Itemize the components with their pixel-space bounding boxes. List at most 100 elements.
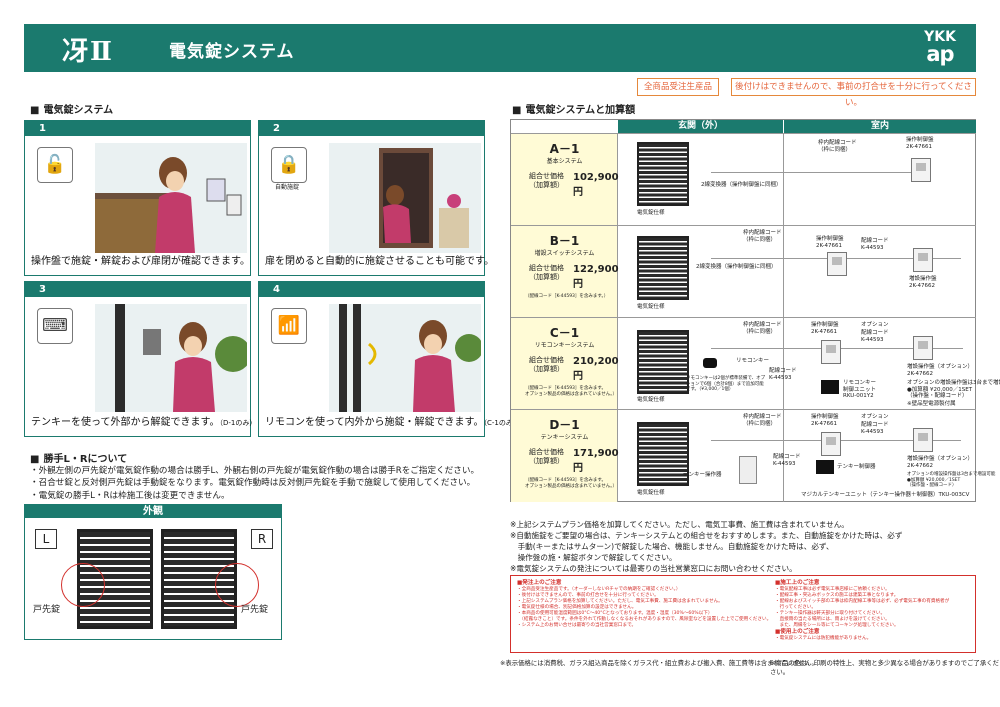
remote-scene — [339, 304, 483, 412]
caution-line: ・本商品の使用可能温度範囲は0°C～40°Cとなっております。温度・湿度（30%… — [517, 611, 713, 616]
controller-device — [821, 432, 841, 456]
wire — [711, 172, 916, 173]
hand-note: ・召合せ錠と反対側戸先錠は手動錠をなります。電気錠作動時は反対側戸先錠を手動で施… — [30, 478, 476, 489]
unlock-icon: 🔓 — [37, 147, 73, 183]
tenkey-ctrl-label: テンキー制御器 — [837, 464, 876, 470]
system-code: D－1 — [549, 418, 580, 432]
extra-panel-device — [913, 336, 933, 360]
panel-caption: 操作盤で施錠・解錠および扉閉が確認できます。 — [31, 256, 250, 267]
caution-line: 直接雨の当たる場所には、雨よけを設けてください。 — [775, 617, 890, 622]
price-label: 組合せ価格 （加算額） — [529, 264, 564, 281]
caution-line: 行ってください。 — [775, 605, 816, 610]
caution-line: ・テンキー操作器は軒天部分に取り付けてください。 — [775, 611, 886, 616]
door-label: 電気錠仕様 — [637, 397, 665, 403]
controller-device — [911, 158, 931, 182]
price-label: 組合せ価格 （加算額） — [529, 356, 564, 373]
frame-cord-label: 枠内配線コード （枠に同梱） — [818, 140, 857, 153]
plan-note: ※上記システムプラン価格を加算してください。ただし、電気工事費、施工費は含まれて… — [510, 520, 849, 529]
caution-line: ・電気配線工事は必ず電気工事店様にご依頼ください。 — [775, 587, 890, 592]
system-code: C－1 — [549, 326, 580, 340]
remote-unit-label: リモコンキー 制御ユニット RKU-001Y2 — [843, 380, 877, 399]
col-outside: 玄関（外） — [618, 120, 783, 133]
caution-line: ・全商品受注生産品です。（オーダーしないRチャでの納期をご確認ください。） — [517, 587, 681, 592]
series-name: 冴Ⅱ — [62, 37, 114, 67]
remote-icon: 📶 — [271, 308, 307, 344]
tenkey-unit-label: マジカルテンキーユニット（テンキー操作器＋制御器）TKU-003CV — [801, 492, 970, 498]
hand-right-label: R — [251, 529, 273, 549]
price-label: 組合せ価格 （加算額） — [529, 172, 564, 189]
plan-notes: ※上記システムプラン価格を加算してください。ただし、電気工事費、施工費は含まれて… — [510, 519, 902, 574]
option-note: オプションの増設操作盤は3台まで増設可能 ●加算額 ¥20,000／1SET （… — [907, 380, 1000, 399]
system-name: 増設スイッチシステム — [534, 250, 595, 257]
system-price: 102,900円 — [573, 172, 619, 198]
use-caution-title: ■使用上のご注意 — [775, 629, 820, 635]
illustration-woman-control-panel — [95, 143, 247, 253]
lock-label-right: 戸先錠 — [241, 605, 269, 615]
extra-panel-device — [913, 428, 933, 452]
frame-cord-label: 枠内配線コード （枠に同梱） — [743, 414, 782, 427]
price-label: 組合せ価格 （加算額） — [529, 448, 564, 465]
panel-2: 2 🔒 自動施錠 扉を閉めると自動的に施錠させることも可能です。 — [258, 120, 494, 276]
extra-panel-device — [913, 248, 933, 272]
extra-panel-label: 増設操作盤 2K-47662 — [909, 276, 937, 289]
system-row-d: D－1 テンキーシステム 組合せ価格 （加算額） 171,900円 （配線コード… — [511, 409, 995, 502]
section-title-hand: 勝手L・Rについて — [30, 450, 127, 465]
cord-label: 配線コード K-44593 — [861, 330, 889, 343]
controller-label: 操作制御盤 2K-47661 — [816, 236, 844, 249]
caution-line: ・システム上のお問い合せは最寄りの当社営業窓口まで。 — [517, 623, 637, 628]
cord-label-2: 配線コード K-44593 — [769, 368, 797, 381]
panel-4: 4 📶 リモコンを使って内外から施錠・解錠できます。（C-1のみ） — [258, 281, 520, 437]
frame-cord-label: 枠内配線コード （枠に同梱） — [743, 322, 782, 335]
system-note: （配線コード［K-44593］を含みます。 オプション製品の価格は含まれていませ… — [525, 478, 617, 489]
extra-panel-option-label: 増設操作盤（オプション） 2K-47662 — [907, 364, 974, 377]
cord-label: 配線コード K-44593 — [861, 422, 889, 435]
converter-label: 2線変換器（操作制御盤に同梱） — [701, 182, 782, 188]
gate-door — [637, 236, 689, 300]
system-name: テンキーシステム — [540, 434, 589, 441]
caution-line: ・配線工事・突込みボックスの施工は建築工事となります。 — [775, 593, 899, 598]
remote-key-icon — [703, 358, 717, 368]
illustration-woman-tenkey — [95, 304, 251, 412]
remote-unit-icon — [821, 380, 839, 394]
tenkey-ctrl-icon — [816, 460, 834, 474]
construction-caution: ■施工上のご注意 ・電気配線工事は必ず電気工事店様にご依頼ください。 ・配線工事… — [775, 580, 973, 642]
cord-label-2: 配線コード K-44593 — [773, 454, 801, 467]
panel-caption: リモコンを使って内外から施錠・解錠できます。（C-1のみ） — [265, 417, 520, 428]
system-code: A－1 — [549, 142, 580, 156]
door-label: 電気錠仕様 — [637, 304, 665, 310]
system-code: B－1 — [549, 234, 580, 248]
system-name: 基本システム — [546, 158, 583, 165]
caution-line: ・後付けはできませんので、事前の打合せを十分に行ってください。 — [517, 593, 659, 598]
lock-label-left: 戸先錠 — [33, 605, 61, 615]
lock-highlight-right — [215, 563, 259, 607]
brand-logo: YKK ap — [918, 29, 962, 66]
remote-label: リモコンキー — [736, 358, 770, 364]
door-scene — [379, 148, 469, 248]
exterior-view: 外観 L R 戸先錠 戸先錠 — [24, 504, 282, 640]
system-label: A－1 基本システム 組合せ価格 （加算額） 102,900円 — [511, 134, 619, 225]
caution-line: また、周縁をシール等にてコーキング処理してください。 — [775, 623, 899, 628]
logo-text-bottom: ap — [926, 42, 954, 66]
remote-note: リモコンキーは2個が標準装備で、オプションで6個（合計8個）まで追加可能です。（… — [686, 376, 766, 392]
no-retrofit-note: 後付けはできませんので、事前の打合せを十分に行ってください。 — [731, 78, 976, 108]
hand-note: ・電気錠の勝手L・Rは枠施工後は変更できません。 — [30, 490, 230, 501]
gate-door — [637, 422, 689, 486]
page-title: 電気錠システム — [169, 42, 295, 62]
hand-left-label: L — [35, 529, 57, 549]
hand-notes: ・外観左側の戸先錠が電気錠作動の場合は勝手L、外観右側の戸先錠が電気錠作動の場合… — [30, 465, 479, 502]
section-title-system: 電気錠システム — [30, 101, 113, 116]
illustration-woman-remote — [329, 304, 483, 412]
frame-cord-label: 枠内配線コード （枠に同梱） — [743, 230, 782, 243]
system-price: 171,900円 — [573, 448, 619, 474]
option-note: オプションの増設操作盤は3台まで増設可能 ●加算額 ¥20,000／1SET （… — [907, 472, 996, 488]
caution-line: ・上記システムプラン価格を加算してください。ただし、電気工事費、施工費は含まれて… — [517, 599, 723, 604]
illustration-woman-door — [329, 143, 481, 253]
panel-number: 2 — [259, 121, 484, 136]
auto-lock-label: 自動施錠 — [275, 184, 300, 191]
tenkey-panel-icon — [739, 456, 757, 484]
section-title-plans: 電気錠システムと加算額 — [512, 101, 635, 116]
panel-3: 3 ⌨ テンキーを使って外部から解錠できます。（D-1のみ） — [24, 281, 256, 437]
gate-door — [637, 330, 689, 394]
panel-caption: テンキーを使って外部から解錠できます。（D-1のみ） — [31, 417, 257, 428]
controller-label: 操作制御盤 2K-47661 — [811, 414, 839, 427]
